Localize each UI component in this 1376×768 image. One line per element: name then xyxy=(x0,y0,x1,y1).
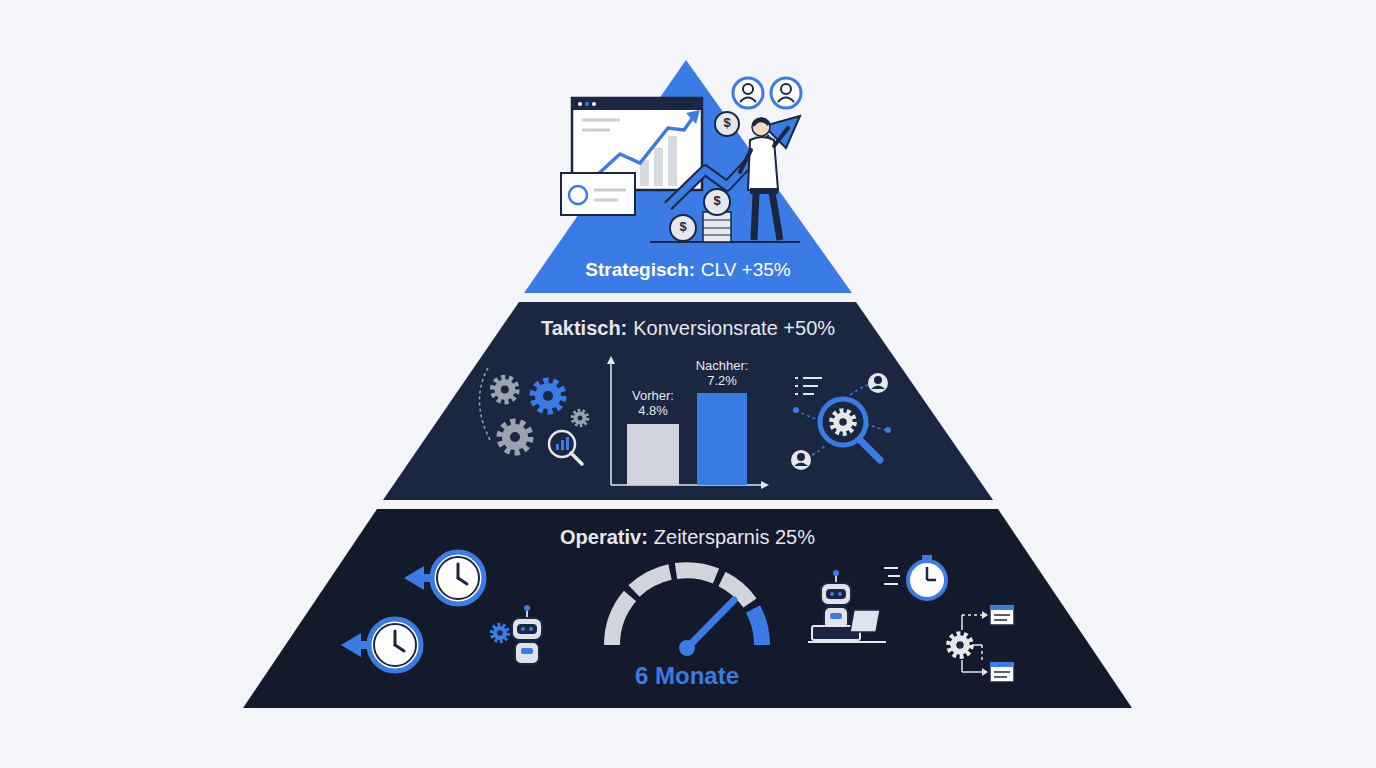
band-fill xyxy=(524,60,852,293)
band-fill xyxy=(383,302,993,500)
band-level: Operativ: xyxy=(560,526,648,548)
band-level: Taktisch: xyxy=(541,317,627,339)
bar-label: Nachher: 7.2% xyxy=(689,359,755,389)
band-metric: Zeitersparnis 25% xyxy=(654,526,815,548)
band-heading: Taktisch: Konversionsrate +50% xyxy=(383,316,993,340)
band-metric: CLV +35% xyxy=(701,259,791,280)
coin-symbol: $ xyxy=(707,194,727,209)
before-bar xyxy=(627,424,679,485)
after-bar xyxy=(697,393,747,485)
band-level: Strategisch: xyxy=(585,259,695,280)
coin-symbol: $ xyxy=(717,116,737,131)
bar-label: Vorher: 4.8% xyxy=(620,389,686,419)
band-fill xyxy=(243,509,1132,708)
duration-label: 6 Monate xyxy=(607,662,767,690)
strategic-band: Strategisch: CLV +35% xyxy=(520,58,856,295)
band-metric: Konversionsrate +50% xyxy=(633,317,835,339)
conversion-illustration xyxy=(479,356,891,489)
coin-symbol: $ xyxy=(673,220,693,235)
tactical-band: Taktisch: Konversionsrate +50% xyxy=(383,302,993,500)
growth-illustration xyxy=(561,78,801,242)
band-heading: Operativ: Zeitersparnis 25% xyxy=(243,525,1132,549)
band-heading: Strategisch: CLV +35% xyxy=(520,258,856,282)
